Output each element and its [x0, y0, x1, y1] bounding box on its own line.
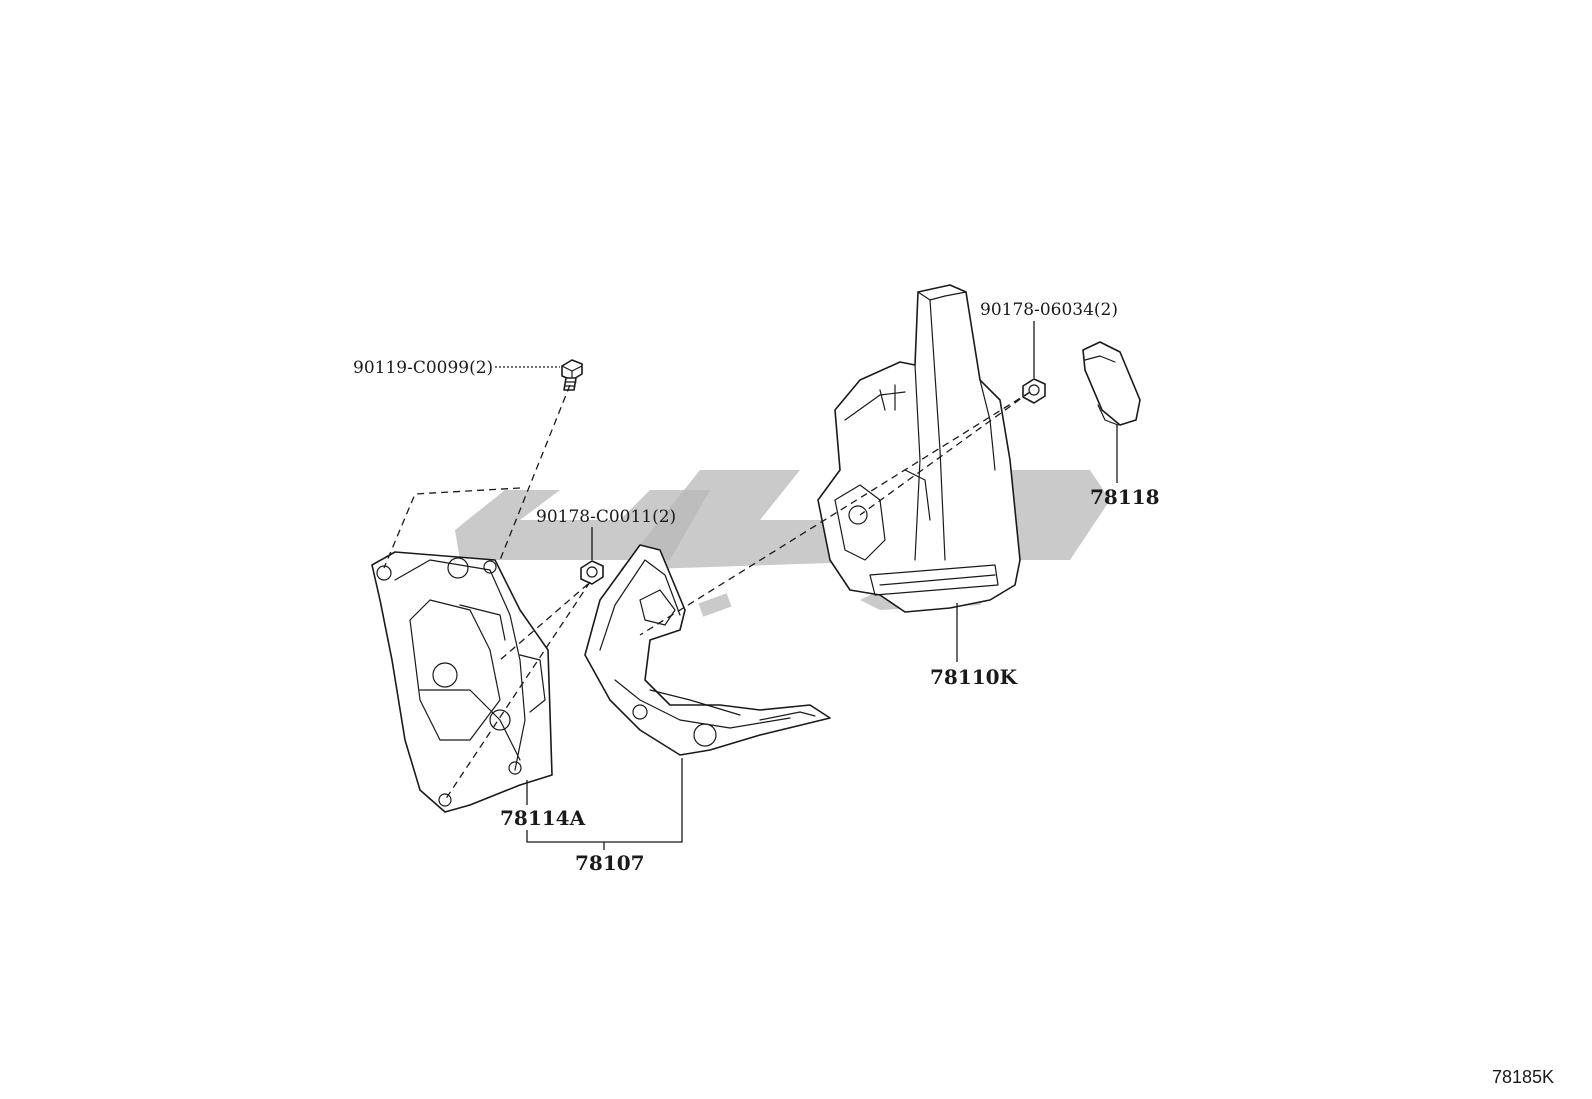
- label-78107: 78107: [575, 851, 645, 875]
- label-90178-c0011: 90178-C0011(2): [536, 507, 676, 527]
- diagram-code: 78185K: [1492, 1067, 1554, 1087]
- pad-78118-part[interactable]: [1082, 341, 1141, 426]
- bracket-78114a-part[interactable]: [371, 551, 553, 813]
- bracket-78107-part[interactable]: [584, 544, 831, 756]
- pedal-assembly-78110k-part[interactable]: [817, 284, 1021, 613]
- label-78114a: 78114A: [500, 806, 586, 830]
- label-90119-c0099: 90119-C0099(2): [353, 358, 493, 378]
- label-90178-06034: 90178-06034(2): [980, 300, 1118, 320]
- nut-90178-06034-icon[interactable]: [1022, 378, 1046, 404]
- bolt-90119-icon[interactable]: [561, 359, 583, 391]
- leader-lines: [495, 321, 1118, 850]
- label-78110k: 78110K: [930, 665, 1018, 689]
- label-78118: 78118: [1090, 485, 1160, 509]
- installation-lines: [383, 384, 1031, 801]
- nut-90178-c0011-icon[interactable]: [580, 560, 604, 585]
